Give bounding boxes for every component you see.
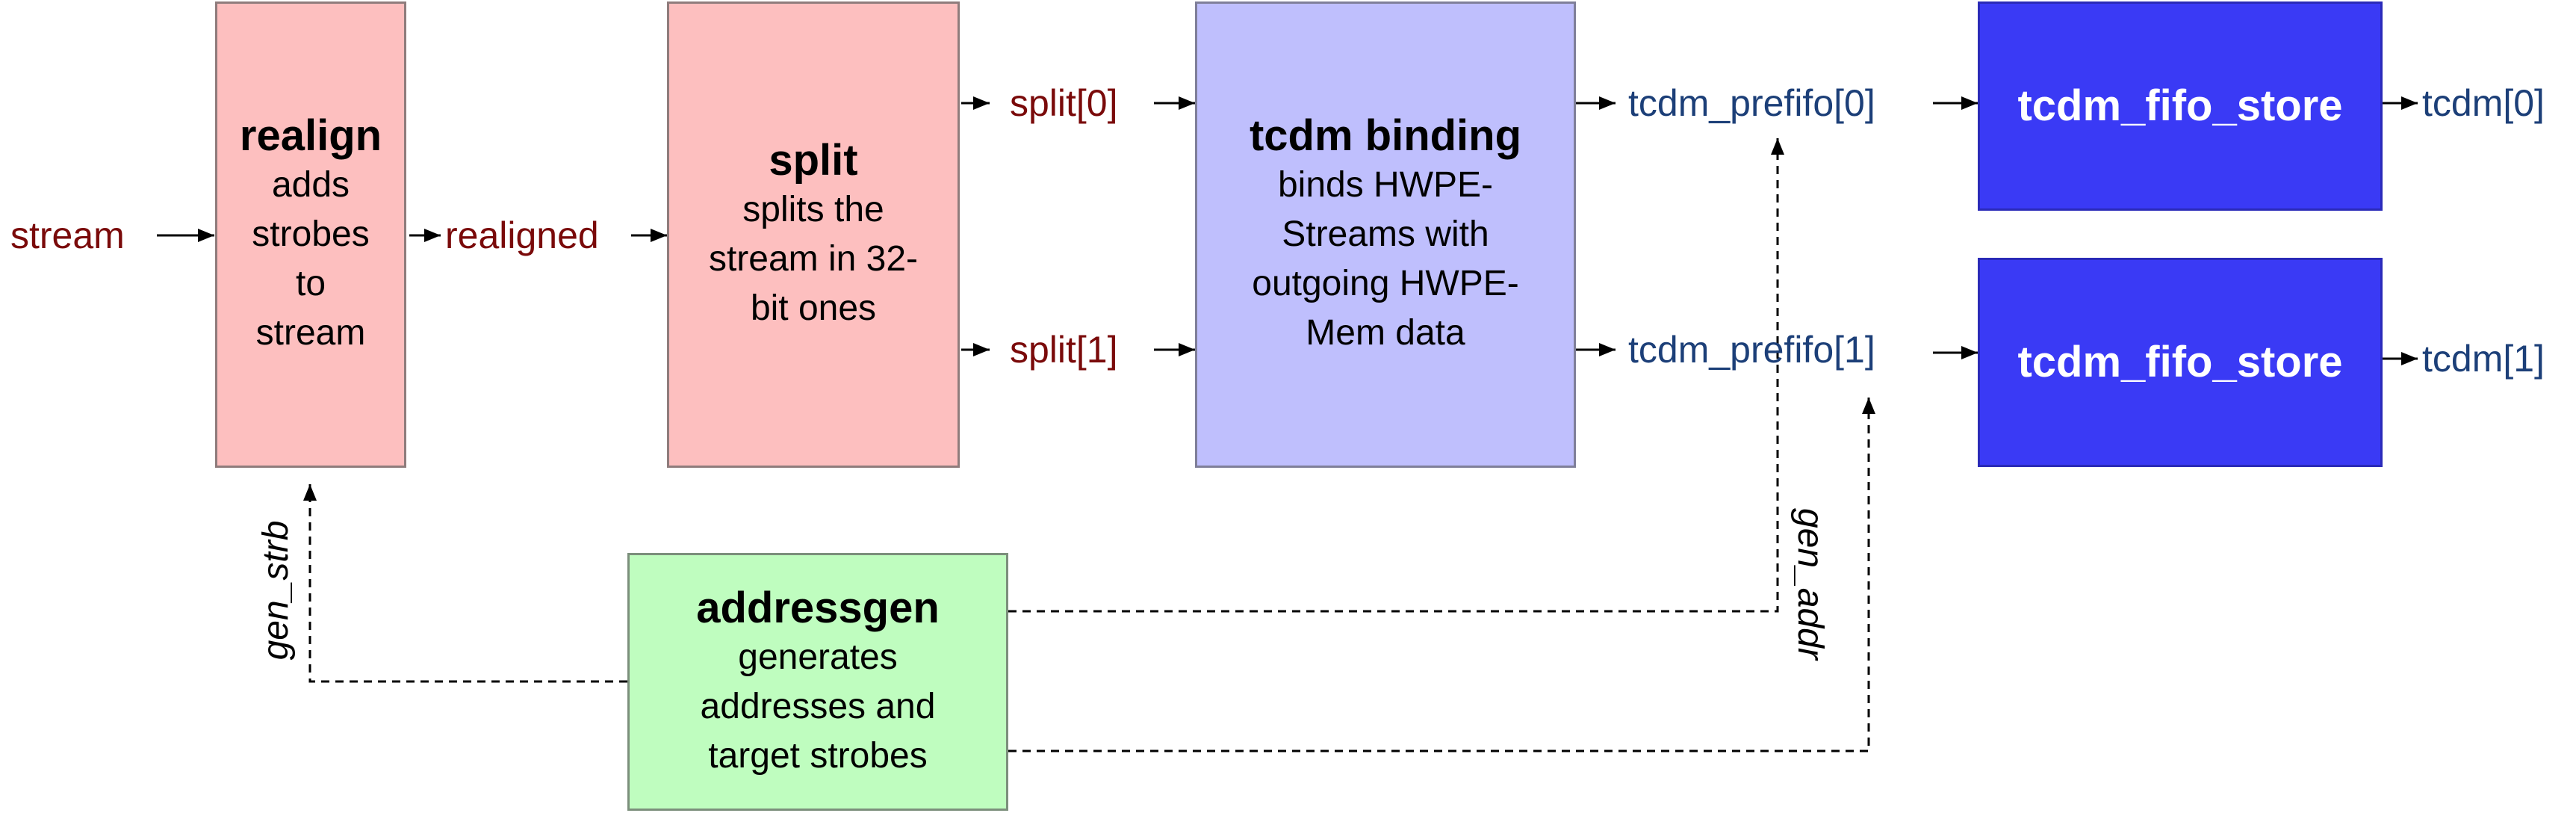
- addressgen-block: addressgen generates addresses and targe…: [627, 553, 1008, 811]
- split-block: split splits the stream in 32-bit ones: [667, 1, 960, 468]
- signal-tcdm0: tcdm[0]: [2422, 82, 2545, 124]
- signal-prefifo0: tcdm_prefifo[0]: [1628, 82, 1875, 124]
- realign-block: realign adds strobes to stream: [215, 1, 406, 468]
- split-title: split: [769, 136, 858, 185]
- signal-prefifo1: tcdm_prefifo[1]: [1628, 329, 1875, 371]
- addressgen-desc: generates addresses and target strobes: [700, 637, 936, 776]
- label-gen-strb: gen_strb: [256, 520, 296, 661]
- tcdm-binding-block: tcdm binding binds HWPE-Streams with out…: [1195, 1, 1576, 468]
- wire-gen-addr-0: [1008, 138, 1784, 613]
- tcdm-binding-title: tcdm binding: [1249, 111, 1522, 160]
- signal-split1: split[1]: [1010, 329, 1118, 371]
- tcdm-fifo-store-0-title: tcdm_fifo_store: [2017, 81, 2343, 130]
- realign-desc: adds strobes to stream: [252, 165, 370, 353]
- tcdm-binding-desc: binds HWPE-Streams with outgoing HWPE-Me…: [1252, 165, 1519, 353]
- signal-tcdm1: tcdm[1]: [2422, 338, 2545, 380]
- signal-stream: stream: [10, 214, 125, 256]
- tcdm-fifo-store-1-title: tcdm_fifo_store: [2017, 338, 2343, 386]
- wire-gen-strb: [303, 484, 627, 683]
- tcdm-fifo-store-1-block: tcdm_fifo_store: [1978, 258, 2383, 467]
- signal-realigned: realigned: [445, 214, 599, 256]
- realign-title: realign: [239, 111, 382, 160]
- tcdm-fifo-store-0-block: tcdm_fifo_store: [1978, 1, 2383, 211]
- addressgen-title: addressgen: [696, 583, 940, 632]
- signal-split0: split[0]: [1010, 82, 1118, 124]
- wire-gen-addr-1: [1008, 398, 1875, 752]
- label-gen-addr: gen_addr: [1790, 508, 1830, 660]
- split-desc: splits the stream in 32-bit ones: [708, 190, 919, 328]
